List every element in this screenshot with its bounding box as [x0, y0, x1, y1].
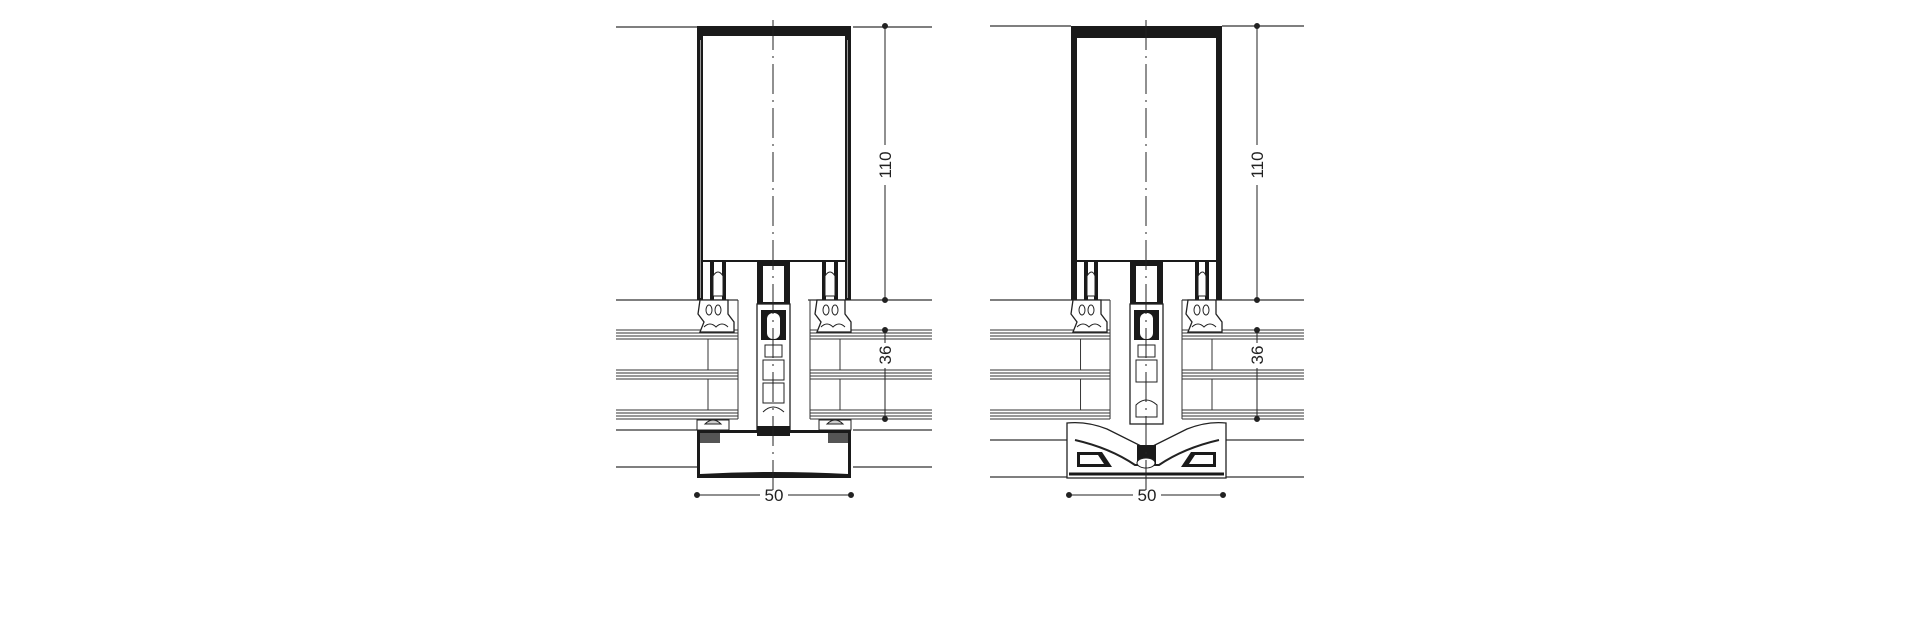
dimension-glazing-label: 36	[876, 346, 895, 365]
mullion-section-right: 110 36 50	[989, 20, 1305, 505]
dimension-glazing-label: 36	[1248, 346, 1267, 365]
dimension-depth-label: 110	[876, 151, 895, 178]
dimension-depth-label: 110	[1248, 151, 1267, 178]
mullion-profile	[697, 26, 851, 304]
pressure-plate-spine	[756, 303, 791, 431]
cover-cap-flat	[697, 426, 851, 478]
mullion-section-left: 110 36 50	[615, 20, 933, 505]
pressure-plate-spine	[1129, 303, 1164, 425]
dimension-width-label: 50	[765, 486, 784, 505]
dimension-lines	[694, 23, 888, 498]
dimension-lines	[1066, 23, 1260, 498]
dimension-width-label: 50	[1138, 486, 1157, 505]
